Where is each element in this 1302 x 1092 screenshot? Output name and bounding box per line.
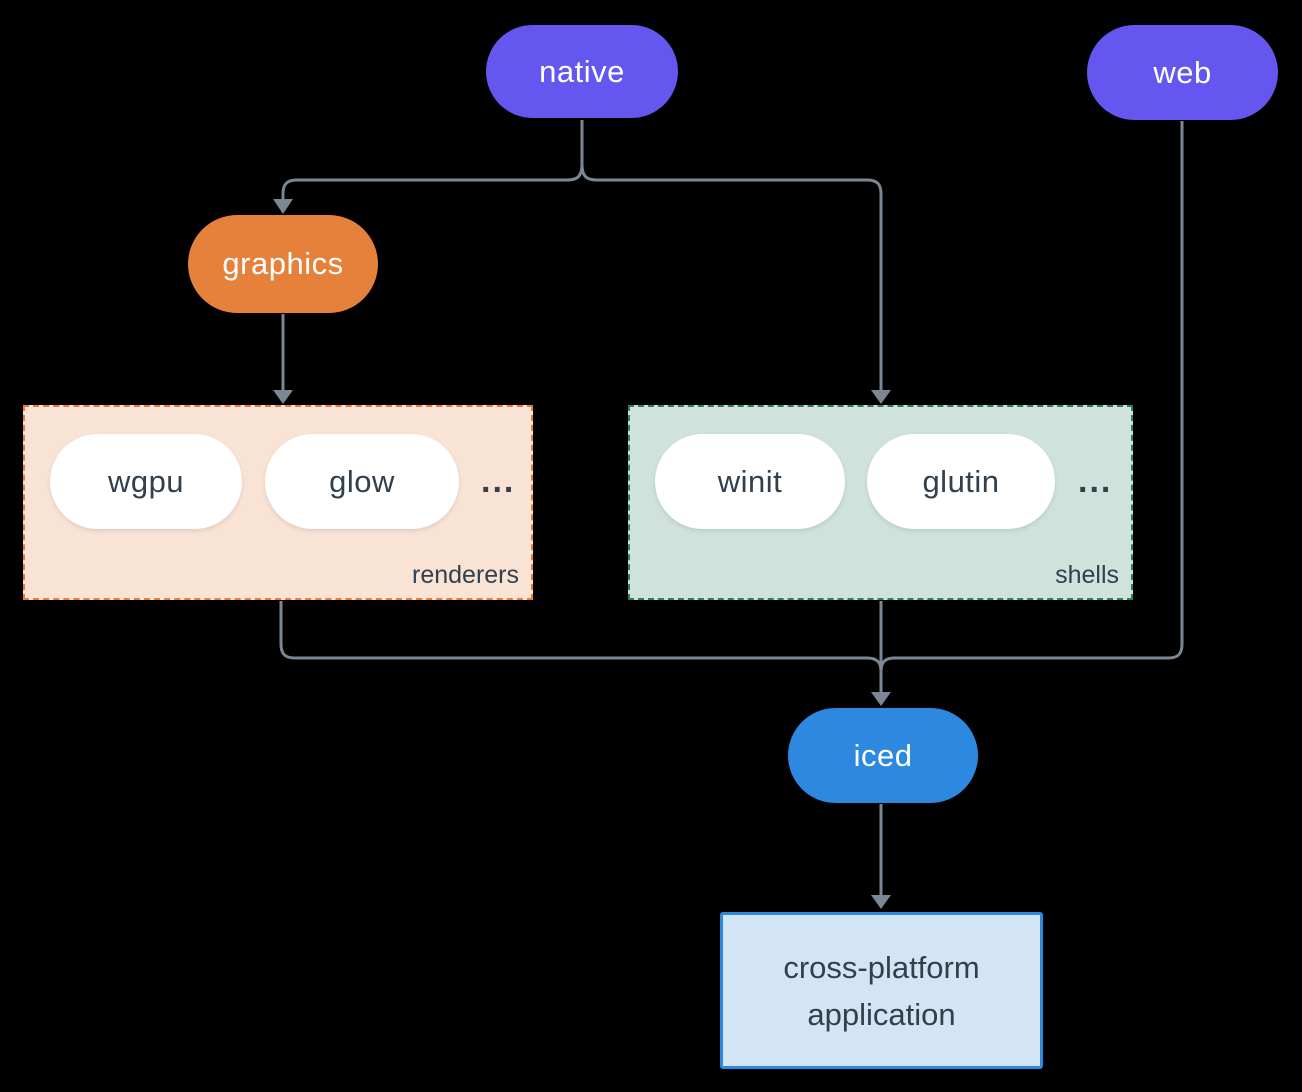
node-web: web — [1087, 25, 1278, 120]
arrowhead-graphics — [273, 199, 293, 214]
arrowhead-shells — [871, 390, 891, 404]
edge-native-graphics — [281, 163, 584, 200]
arrowhead-iced — [871, 692, 891, 706]
shells-group-label: shells — [1055, 561, 1119, 589]
app-label-line2: application — [807, 996, 956, 1032]
node-glutin: glutin — [867, 434, 1055, 529]
group-renderers: wgpu glow ... renderers — [23, 405, 533, 600]
node-winit-label: winit — [717, 463, 783, 499]
node-iced: iced — [788, 708, 978, 803]
node-native: native — [486, 25, 678, 118]
renderers-ellipsis: ... — [481, 462, 516, 500]
node-cross-platform-application: cross-platform application — [720, 912, 1043, 1069]
node-wgpu-label: wgpu — [107, 463, 185, 499]
node-graphics: graphics — [188, 215, 378, 313]
node-iced-label: iced — [853, 737, 913, 773]
edge-renderers-merge — [279, 601, 883, 673]
node-winit: winit — [655, 434, 845, 529]
node-glutin-label: glutin — [922, 463, 1000, 499]
node-glow: glow — [265, 434, 459, 529]
arrowhead-renderers — [273, 390, 293, 404]
renderers-group-label: renderers — [412, 561, 519, 589]
group-shells: winit glutin ... shells — [628, 405, 1133, 600]
node-graphics-label: graphics — [222, 246, 344, 281]
node-native-label: native — [539, 53, 625, 89]
node-web-label: web — [1153, 54, 1212, 90]
arrowhead-app — [871, 895, 891, 909]
node-glow-label: glow — [329, 463, 395, 499]
app-label-line1: cross-platform — [783, 949, 980, 985]
edge-native-shells — [580, 163, 883, 391]
node-wgpu: wgpu — [50, 434, 242, 529]
shells-ellipsis: ... — [1078, 462, 1113, 500]
